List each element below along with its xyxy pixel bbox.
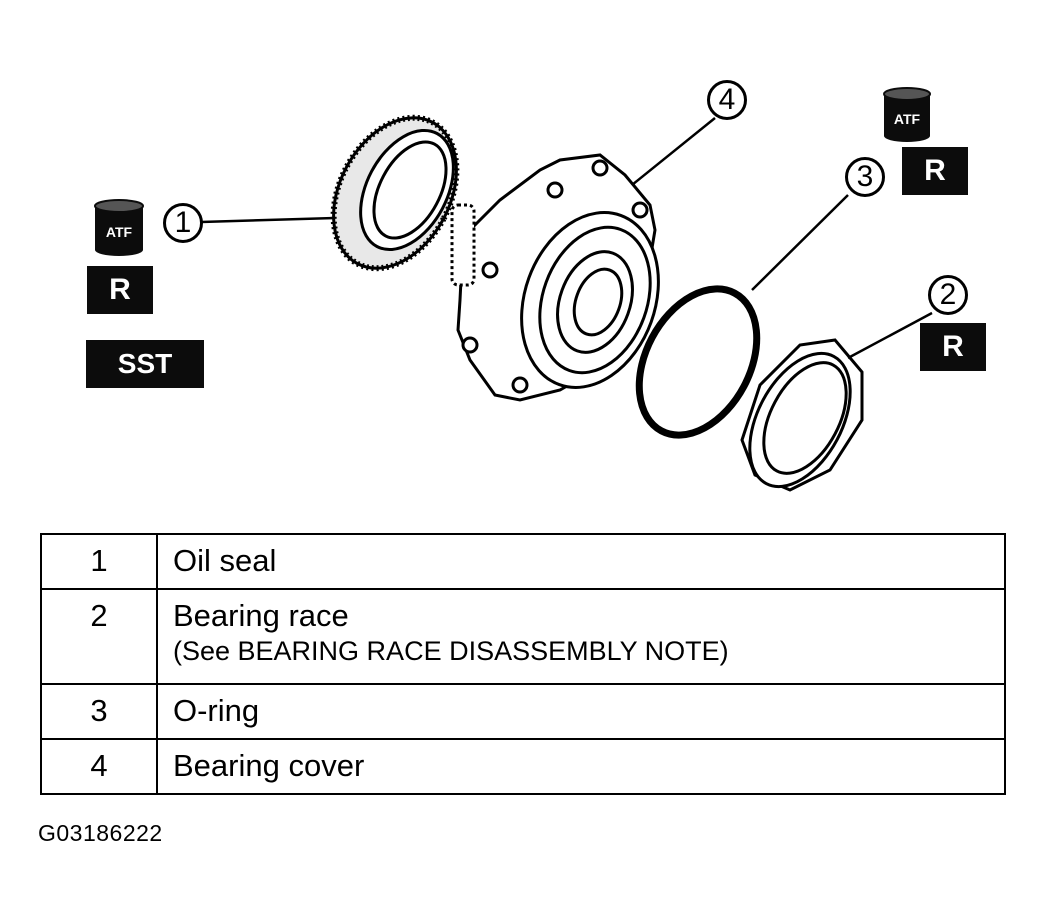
atf-label: ATF	[893, 111, 921, 127]
part-name-text: Oil seal	[173, 543, 277, 578]
replace-badge: R	[87, 266, 153, 314]
exploded-view-diagram: 1 4 3 2 ATF R SST ATF R R	[86, 80, 986, 492]
table-row: 2 Bearing race (See BEARING RACE DISASSE…	[40, 588, 1006, 685]
part-name: O-ring	[156, 683, 1006, 740]
sst-badge: SST	[86, 340, 204, 388]
callout-2: 2	[928, 275, 968, 315]
part-number: 4	[40, 738, 158, 795]
replace-badge: R	[920, 323, 986, 371]
replace-badge: R	[902, 147, 968, 195]
leader-lines	[200, 117, 933, 360]
table-row: 3 O-ring	[40, 683, 1006, 740]
part-name: Bearing cover	[156, 738, 1006, 795]
atf-can-icon: ATF	[93, 198, 145, 261]
table-row: 1 Oil seal	[40, 533, 1006, 590]
part-note: (See BEARING RACE DISASSEMBLY NOTE)	[173, 636, 729, 666]
callout-4: 4	[707, 80, 747, 120]
oil-seal-drawing	[330, 114, 460, 272]
part-name: Oil seal	[156, 533, 1006, 590]
atf-can-icon: ATF	[882, 86, 932, 147]
bearing-race-drawing	[740, 338, 864, 492]
atf-label: ATF	[105, 224, 133, 240]
figure-id: G03186222	[38, 820, 163, 846]
part-number: 2	[40, 588, 158, 685]
table-row: 4 Bearing cover	[40, 738, 1006, 795]
o-ring-drawing	[635, 285, 761, 439]
exploded-view-drawing	[200, 114, 933, 492]
parts-table: 1 Oil seal 2 Bearing race (See BEARING R…	[40, 533, 1006, 795]
callout-3: 3	[845, 157, 885, 197]
part-number: 1	[40, 533, 158, 590]
callout-1: 1	[163, 203, 203, 243]
part-number: 3	[40, 683, 158, 740]
part-name-text: O-ring	[173, 693, 260, 728]
bearing-cover-drawing	[450, 153, 660, 402]
part-name-text: Bearing cover	[173, 748, 365, 783]
part-name-text: Bearing race	[173, 598, 349, 633]
part-name: Bearing race (See BEARING RACE DISASSEMB…	[156, 588, 1006, 685]
